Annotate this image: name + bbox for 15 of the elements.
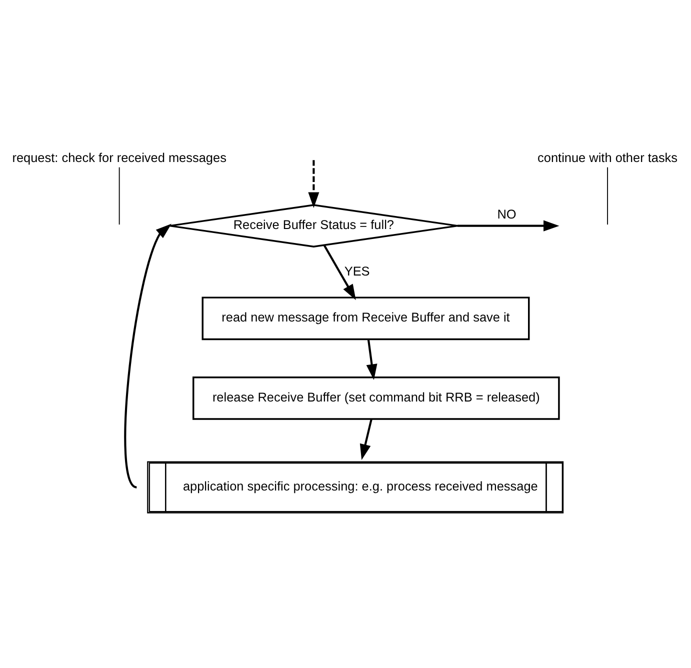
arrow: [124, 224, 172, 488]
edge-label: YES: [344, 263, 370, 278]
arrow: [366, 339, 378, 380]
arrow: [323, 244, 356, 300]
edge-label: NO: [497, 206, 516, 222]
arrow: [457, 220, 560, 232]
node-box: release Receive Buffer (set command bit RRB = released): [192, 376, 560, 420]
node-text: request: check for received messages: [12, 150, 226, 165]
connector: [607, 166, 608, 226]
connector: [118, 166, 120, 226]
node-diamond: Receive Buffer Status = full?: [168, 204, 458, 248]
node-box: read new message from Receive Buffer and save it: [202, 296, 530, 340]
arrow: [360, 418, 372, 460]
arrow: [308, 160, 320, 208]
node-text: continue with other tasks: [538, 150, 678, 165]
